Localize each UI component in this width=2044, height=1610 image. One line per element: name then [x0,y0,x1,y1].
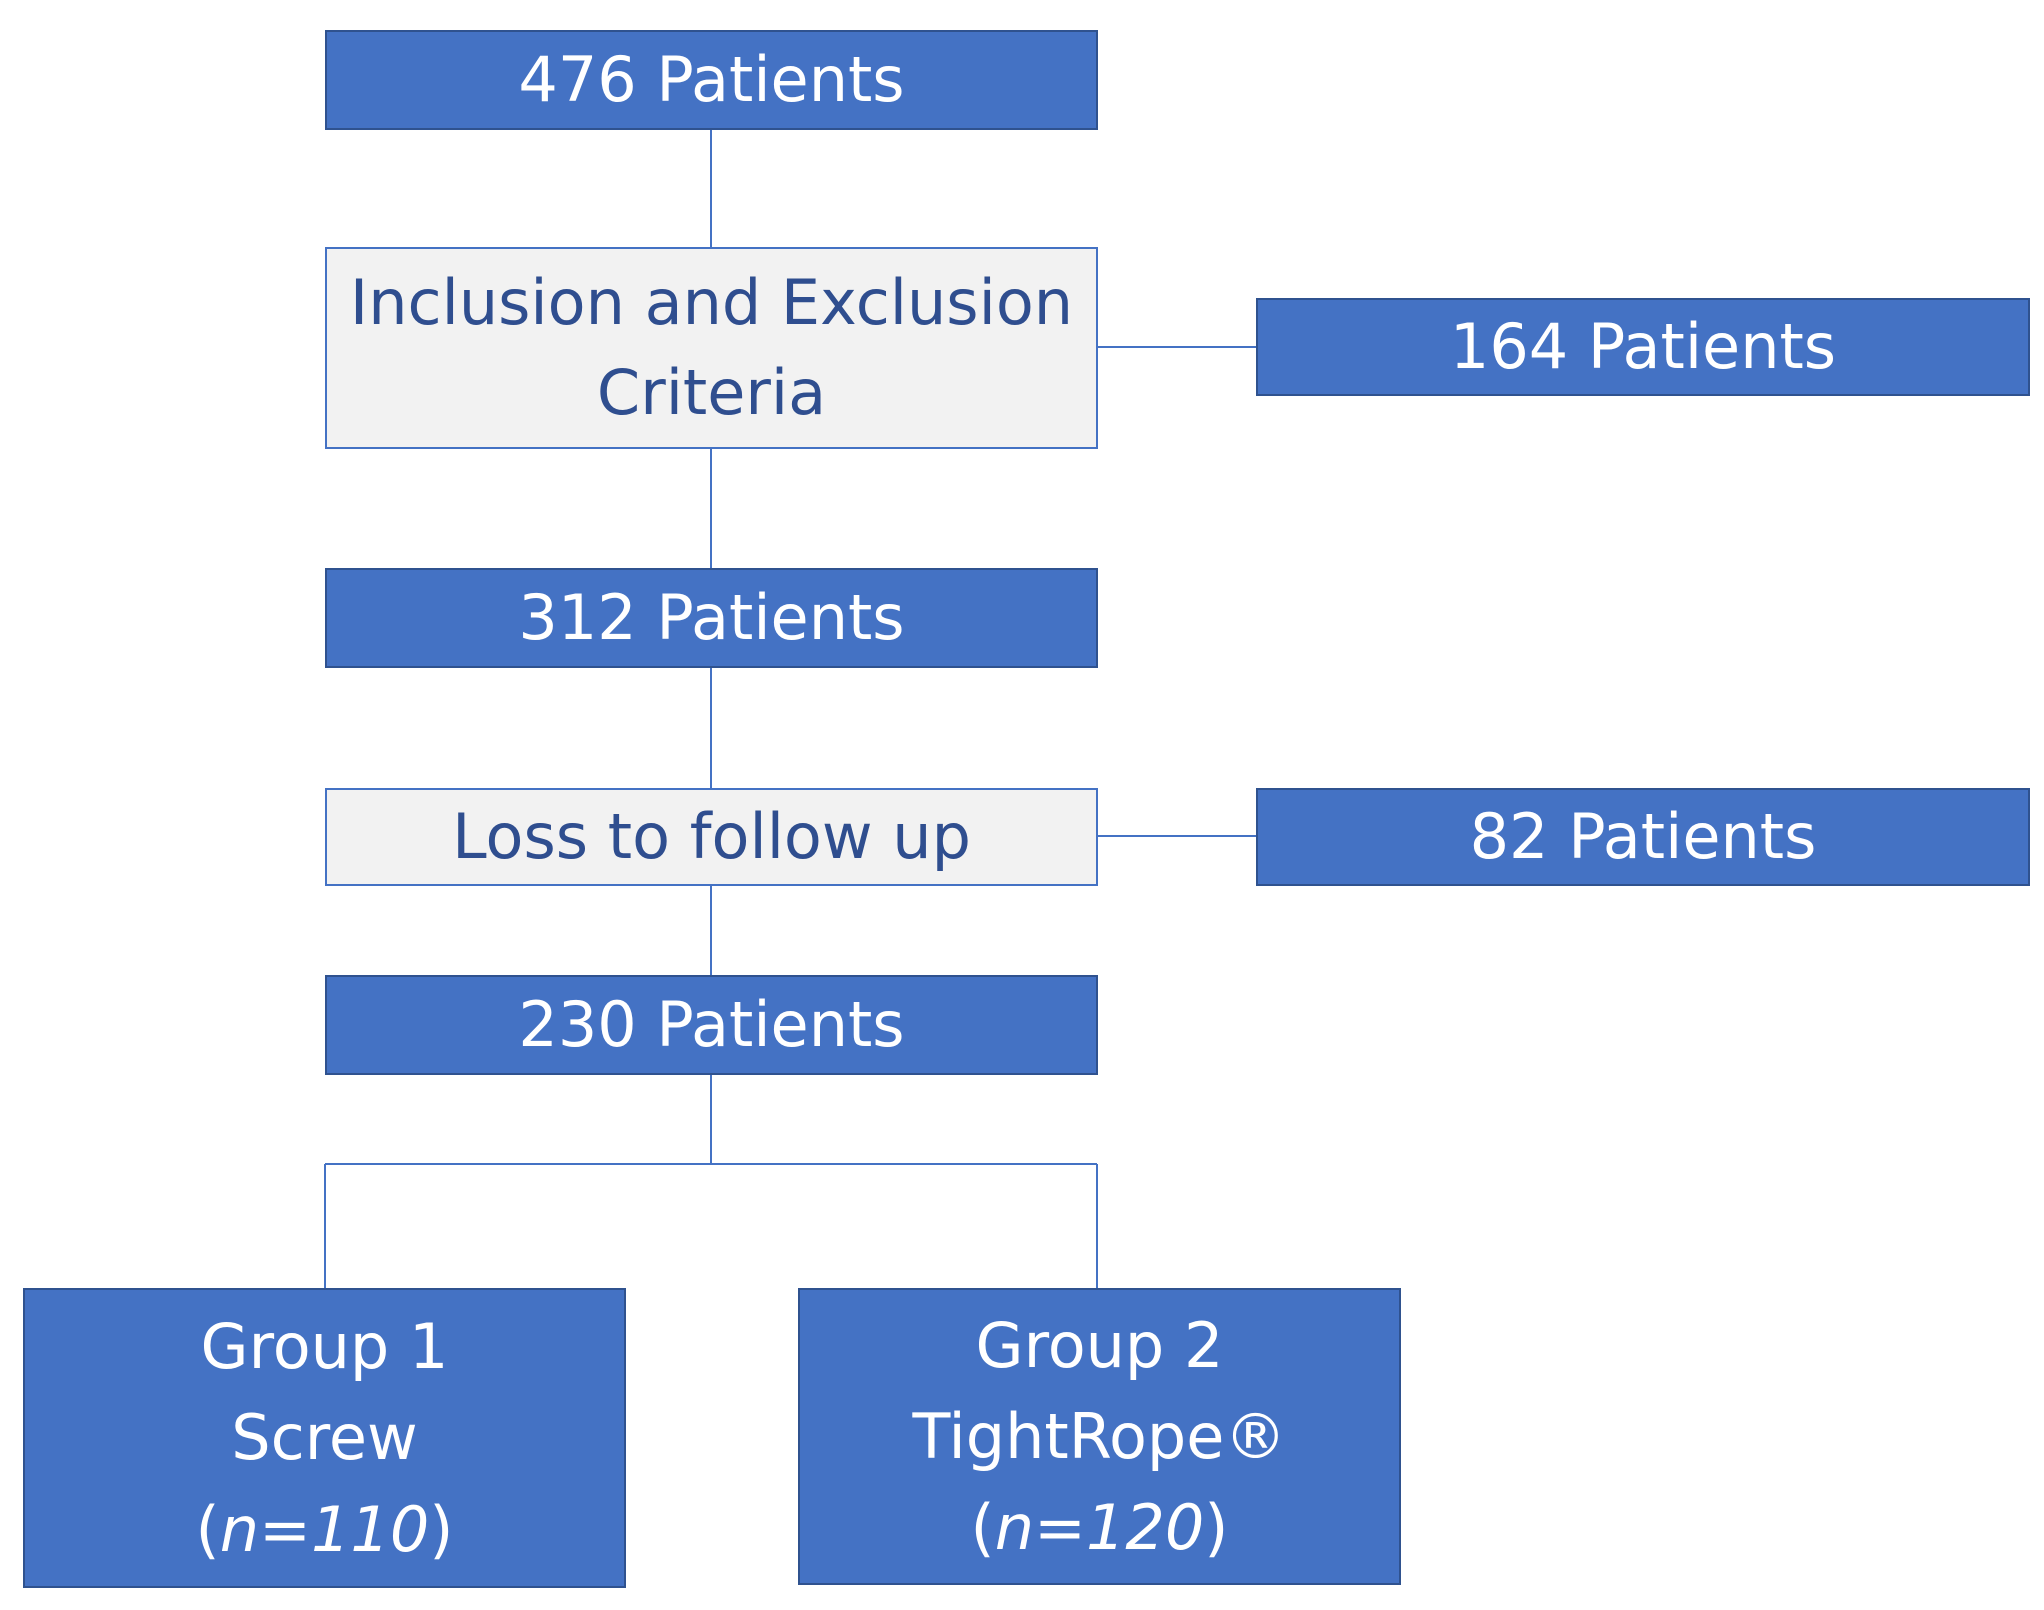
node-label: Loss to follow up [452,800,971,874]
group-1-n: n=110 [219,1492,430,1566]
node-label: 164 Patients [1449,310,1837,384]
group-2-method: TightRope® [912,1399,1287,1473]
node-476-patients: 476 Patients [325,30,1098,130]
node-loss-to-follow-up: Loss to follow up [325,788,1098,886]
node-group-1: Group 1 Screw (n=110) [23,1288,626,1588]
node-label: 312 Patients [518,581,905,655]
node-230-patients: 230 Patients [325,975,1098,1075]
group-1-method: Screw [231,1401,418,1475]
node-label: 82 Patients [1469,800,1817,874]
group-2-title: Group 2 [975,1308,1224,1382]
node-group-2: Group 2 TightRope® (n=120) [798,1288,1401,1585]
node-label: 230 Patients [518,988,905,1062]
node-label-line2: Criteria [596,356,827,429]
node-312-patients: 312 Patients [325,568,1098,668]
node-82-patients: 82 Patients [1256,788,2030,886]
node-164-patients: 164 Patients [1256,298,2030,396]
group-1-count: (n=110) [195,1492,454,1566]
node-label-line1: Inclusion and Exclusion [349,266,1074,340]
node-inclusion-exclusion-criteria: Inclusion and Exclusion Criteria [325,247,1098,449]
node-label: 476 Patients [518,43,905,117]
group-1-title: Group 1 [200,1310,449,1384]
group-2-n: n=120 [994,1491,1205,1565]
group-2-count: (n=120) [970,1491,1229,1565]
